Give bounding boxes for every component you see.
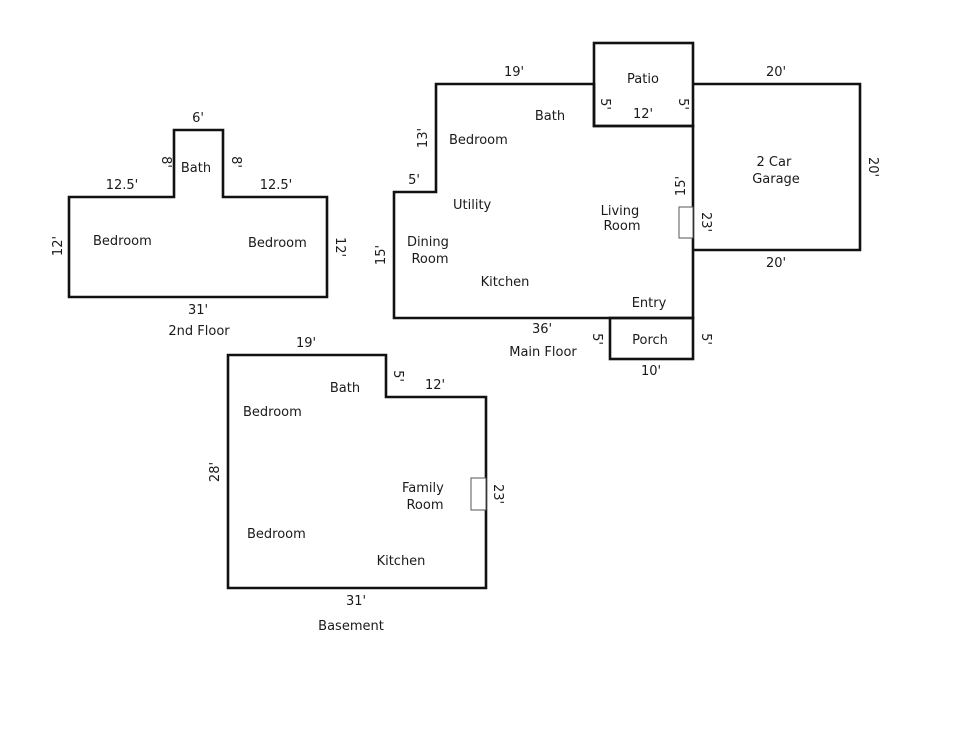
living-room-label: Living Room: [601, 204, 644, 234]
second-floor-plan: Bath Bedroom Bedroom 6' 8' 8' 12.5' 12.5…: [51, 111, 347, 339]
basement-dim-step: 12': [425, 378, 445, 393]
second-floor-bath-label: Bath: [181, 161, 211, 176]
porch-outline: [608, 316, 695, 361]
basement-dim-top: 19': [296, 336, 316, 351]
basement-dim-bottom: 31': [346, 594, 366, 609]
basement-kitchen-label: Kitchen: [377, 554, 426, 569]
second-floor-bedroom-left-label: Bedroom: [93, 234, 152, 249]
garage-dim-bottom: 20': [766, 256, 786, 271]
porch-label: Porch: [632, 333, 668, 348]
second-floor-dim-bottom: 31': [188, 303, 208, 318]
main-floor-kitchen-label: Kitchen: [481, 275, 530, 290]
second-floor-dim-top-right: 12.5': [260, 178, 293, 193]
garage-dim-top: 20': [766, 65, 786, 80]
patio-dim-right: 5': [675, 98, 690, 110]
garage-dim-right: 20': [865, 157, 880, 177]
second-floor-dim-right: 12': [332, 237, 347, 257]
basement-dim-right: 23': [490, 484, 505, 504]
main-floor-plan: Patio Bath Bedroom Utility Living Room D…: [374, 41, 880, 379]
basement-dim-notch: 5': [390, 370, 405, 382]
main-floor-fireplace: [678, 206, 694, 239]
porch-dim-right: 5': [698, 333, 713, 345]
second-floor-dim-left: 12': [51, 236, 66, 256]
basement-dim-left: 28': [208, 462, 223, 482]
garage-outline: [693, 82, 862, 252]
basement-bath-label: Bath: [330, 381, 360, 396]
patio-dim-left: 5': [597, 98, 612, 110]
porch-dim-bottom: 10': [641, 364, 661, 379]
basement-caption: Basement: [318, 619, 384, 634]
second-floor-dim-bath-top: 6': [192, 111, 204, 126]
dining-room-label: Dining Room: [407, 235, 453, 267]
second-floor-dim-bath-right: 8': [228, 156, 243, 168]
family-room-label: Family Room: [402, 481, 448, 513]
main-floor-dim-dining-left: 15': [374, 245, 389, 265]
basement-bedroom-top-label: Bedroom: [243, 405, 302, 420]
basement-plan: Bath Bedroom Bedroom Family Room Kitchen…: [208, 336, 505, 634]
living-dim-upper: 15': [674, 176, 689, 196]
basement-outline: [226, 353, 488, 590]
second-floor-dim-bath-left: 8': [158, 156, 173, 168]
main-floor-dim-step: 5': [408, 173, 420, 188]
utility-label: Utility: [453, 198, 492, 213]
main-floor-bath-label: Bath: [535, 109, 565, 124]
basement-bedroom-bottom-label: Bedroom: [247, 527, 306, 542]
second-floor-outline: [67, 128, 329, 299]
living-dim-right: 23': [698, 212, 713, 232]
second-floor-bedroom-right-label: Bedroom: [248, 236, 307, 251]
basement-fireplace: [470, 477, 487, 511]
main-floor-dim-top: 19': [504, 65, 524, 80]
patio-dim-bottom: 12': [633, 107, 653, 122]
main-floor-dim-bottom: 36': [532, 322, 552, 337]
main-floor-dim-bedroom-left: 13': [416, 128, 431, 148]
patio-label: Patio: [627, 72, 659, 87]
garage-label: 2 Car Garage: [752, 155, 800, 187]
porch-dim-left: 5': [589, 333, 604, 345]
entry-label: Entry: [632, 296, 667, 311]
second-floor-dim-top-left: 12.5': [106, 178, 139, 193]
main-floor-caption: Main Floor: [509, 345, 577, 360]
main-floor-bedroom-label: Bedroom: [449, 133, 508, 148]
second-floor-caption: 2nd Floor: [168, 324, 230, 339]
